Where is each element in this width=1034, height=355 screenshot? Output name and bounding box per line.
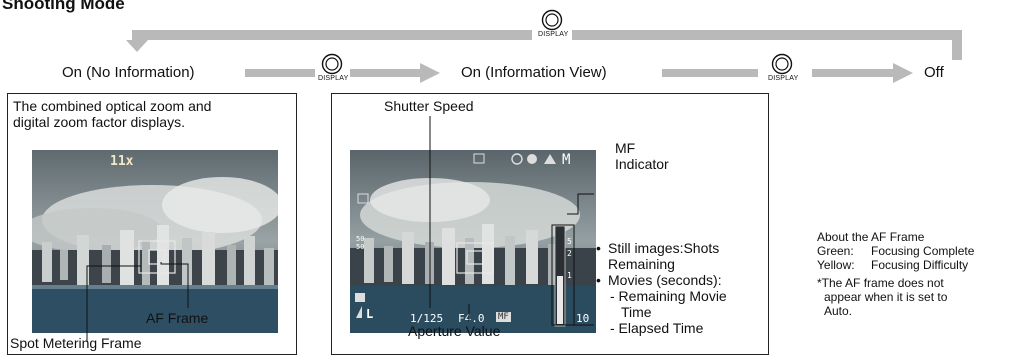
mf-scale-2: 2	[567, 249, 572, 258]
city-skyline-photo	[32, 150, 278, 333]
af-frame-green-value: Focusing Complete	[871, 244, 975, 258]
spot-metering-label: Spot Metering Frame	[10, 335, 142, 351]
display-label: DISPLAY	[318, 75, 349, 82]
mf-scale-1: 1	[567, 271, 572, 280]
af-note-line2: appear when it is set to	[824, 290, 948, 304]
movies-line1: Movies (seconds):	[608, 272, 722, 288]
mode-cycle-arrows	[126, 30, 962, 83]
still-images-line2: Remaining	[608, 256, 675, 272]
af-frame-yellow-value: Focusing Difficulty	[871, 258, 969, 272]
lcd-screen-info-view: 50 50 M L 1/125 F4.0 MF 10 5 2 1	[350, 150, 596, 333]
zoom-readout: 11x	[110, 154, 134, 169]
display-button-top: DISPLAY	[538, 9, 569, 39]
image-size: L	[366, 307, 374, 321]
iso-top: 50	[356, 235, 365, 243]
af-note-line1: *The AF frame does not	[817, 276, 944, 290]
af-frame-yellow-key: Yellow:	[817, 258, 855, 272]
shutter-speed-label: Shutter Speed	[384, 98, 474, 114]
display-button-icon	[541, 9, 563, 31]
zoom-caption-line1: The combined optical zoom and	[13, 98, 212, 114]
lcd-shots-remaining: 10	[576, 312, 590, 325]
af-frame-box	[456, 242, 494, 274]
mode-indicator: M	[562, 152, 571, 168]
display-mode-icon	[357, 193, 369, 204]
display-label: DISPLAY	[538, 31, 569, 38]
page-title: Shooting Mode	[2, 0, 125, 13]
lcd-mf-badge: MF	[496, 312, 511, 322]
left-leader-lines	[86, 262, 189, 342]
exposure-comp-icon	[355, 293, 365, 302]
mf-label-line2: Indicator	[615, 156, 669, 172]
lcd-shutter-speed: 1/125	[410, 312, 444, 325]
af-note-line3: Auto.	[824, 304, 853, 318]
bullet-icon: •	[596, 272, 601, 288]
arrow-1-left	[245, 69, 315, 77]
middle-leader-lines	[429, 116, 594, 326]
movies-line2: - Remaining Movie	[610, 288, 727, 304]
spot-metering-box	[148, 249, 166, 265]
lcd-aperture: F4.0	[458, 312, 485, 325]
flash-off-icon	[511, 153, 523, 165]
still-images-line1: Still images:Shots	[608, 240, 720, 256]
camera-icon	[473, 153, 485, 164]
movies-line3: Time	[621, 304, 652, 320]
af-frame-notes-title: About the AF Frame	[817, 230, 925, 244]
city-skyline-photo	[350, 150, 596, 333]
arrow-2-left	[662, 69, 758, 77]
spot-metering-box	[466, 250, 484, 265]
arrow-2-right	[812, 63, 913, 83]
display-button-1: DISPLAY	[318, 53, 349, 83]
movies-line4: - Elapsed Time	[610, 320, 704, 336]
mf-label-line1: MF	[615, 140, 636, 156]
af-frame-label: AF Frame	[146, 310, 209, 326]
mode-off: Off	[924, 64, 944, 81]
iso-bottom: 50	[356, 243, 365, 251]
display-label: DISPLAY	[768, 75, 799, 82]
arrow-1-right	[350, 63, 440, 83]
af-frame-green-key: Green:	[817, 244, 854, 258]
aperture-value-label: Aperture Value	[408, 323, 501, 339]
resolution-icon	[356, 306, 362, 318]
red-eye-icon	[527, 154, 537, 164]
return-arrow-right-segment	[572, 30, 962, 60]
zoom-caption-line2: digital zoom factor displays.	[13, 114, 185, 130]
af-frame-box	[138, 240, 176, 274]
information-view-panel: Shutter Speed	[331, 93, 769, 355]
display-button-icon	[771, 53, 793, 75]
lcd-screen-no-info: 11x	[32, 150, 278, 333]
bullet-icon: •	[596, 240, 601, 256]
no-information-panel: The combined optical zoom and digital zo…	[7, 93, 297, 355]
return-arrow-head	[126, 30, 148, 52]
mode-information-view: On (Information View)	[461, 64, 607, 81]
mf-scale-5: 5	[567, 237, 572, 246]
shooting-mode-icon	[544, 154, 556, 164]
mode-no-information: On (No Information)	[62, 64, 195, 81]
display-button-icon	[321, 53, 343, 75]
display-button-2: DISPLAY	[768, 53, 799, 83]
return-arrow-left-segment	[132, 30, 532, 40]
